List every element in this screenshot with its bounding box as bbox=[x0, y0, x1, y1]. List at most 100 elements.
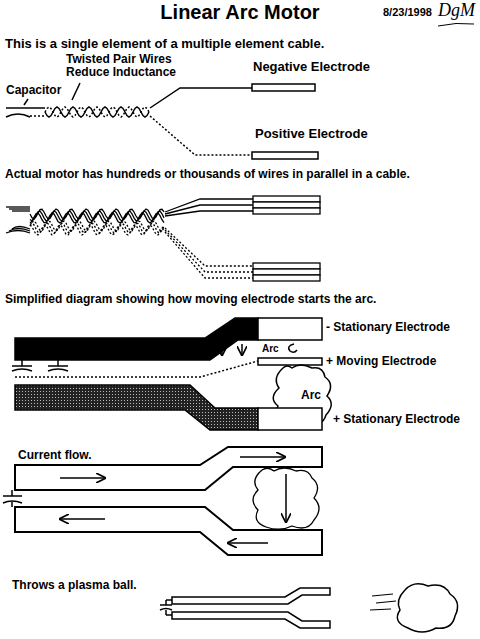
positive-wire bbox=[165, 230, 253, 272]
positive-wire bbox=[165, 232, 253, 278]
drawing-stroke bbox=[376, 601, 396, 603]
label: Simplified diagram showing how moving el… bbox=[5, 293, 376, 306]
lower-conductor bbox=[15, 507, 322, 555]
label: Twisted Pair Wires Reduce Inductance bbox=[66, 53, 186, 79]
drawing-stroke bbox=[12, 210, 30, 211]
label: Arc bbox=[262, 343, 279, 354]
label-text: Simplified diagram showing how moving el… bbox=[5, 292, 376, 306]
capacitor-plate bbox=[6, 114, 30, 117]
drawing-stroke bbox=[166, 599, 172, 601]
positive-electrode bbox=[253, 263, 320, 269]
label: + Moving Electrode bbox=[326, 355, 436, 368]
capacitor-symbol bbox=[160, 600, 172, 615]
current-arrow bbox=[60, 457, 286, 543]
moving-electrode bbox=[258, 358, 322, 365]
twisted-wire bbox=[30, 225, 164, 235]
drawing-stroke bbox=[12, 227, 30, 230]
capacitor-symbols bbox=[6, 207, 30, 233]
drawing-stroke bbox=[166, 614, 172, 616]
label-text: This is a single element of a multiple e… bbox=[5, 36, 324, 51]
label-text: Actual motor has hundreds or thousands o… bbox=[5, 167, 410, 181]
label: Capacitor bbox=[6, 84, 61, 97]
label: This is a single element of a multiple e… bbox=[5, 37, 324, 51]
label: Current flow. bbox=[18, 449, 92, 462]
label-text: Arc bbox=[301, 388, 321, 402]
label: 8/23/1998 bbox=[383, 6, 432, 18]
drawing-stroke bbox=[21, 360, 23, 366]
signature-flourish bbox=[438, 23, 474, 26]
label: DgM bbox=[438, 1, 475, 21]
capacitor-symbol bbox=[3, 490, 22, 507]
label-text: DgM bbox=[438, 0, 475, 20]
label-text: Capacitor bbox=[6, 83, 61, 97]
drawing-stroke bbox=[12, 365, 32, 367]
positive-conductor bbox=[15, 385, 258, 430]
positive-wire bbox=[165, 228, 253, 266]
plasma-ball bbox=[397, 584, 457, 632]
arc-cloud bbox=[253, 468, 319, 529]
cable-bundle bbox=[6, 196, 320, 281]
drawing-stroke bbox=[11, 502, 13, 507]
drawing-stroke bbox=[60, 518, 105, 520]
positive-electrode bbox=[252, 152, 318, 159]
label: Actual motor has hundreds or thousands o… bbox=[5, 168, 410, 181]
drawing-stroke bbox=[9, 208, 30, 209]
negative-wire bbox=[150, 88, 252, 108]
drawing-stroke bbox=[160, 609, 172, 611]
leader-line bbox=[72, 83, 80, 100]
drawing-stroke bbox=[60, 477, 105, 479]
drawing-stroke bbox=[240, 456, 285, 458]
stationary-electrode bbox=[258, 318, 322, 340]
label-text: + Stationary Electrode bbox=[333, 412, 460, 426]
positive-electrode bbox=[253, 269, 320, 275]
leader-line bbox=[24, 99, 28, 105]
label-text: Positive Electrode bbox=[255, 126, 368, 141]
title-text: Linear Arc Motor bbox=[160, 1, 319, 23]
drawing-stroke bbox=[6, 206, 30, 207]
upper-conductor bbox=[15, 447, 322, 490]
positive-wire bbox=[150, 116, 252, 155]
drawing-stroke bbox=[11, 490, 13, 496]
label-text: Twisted Pair Wires Reduce Inductance bbox=[66, 52, 176, 79]
lower-conductor bbox=[172, 612, 330, 628]
negative-electrode bbox=[253, 208, 320, 214]
drawing-stroke bbox=[48, 365, 68, 367]
twisted-wire bbox=[45, 107, 149, 117]
negative-wire bbox=[165, 205, 253, 214]
arc-start bbox=[12, 318, 331, 430]
wire bbox=[30, 107, 45, 109]
capacitor-symbol bbox=[12, 360, 68, 371]
twisted-wires bbox=[30, 209, 164, 235]
wire-fan bbox=[165, 196, 320, 281]
twisted-wire bbox=[45, 107, 149, 117]
positive-electrode bbox=[253, 275, 320, 281]
drawing-stroke bbox=[160, 604, 172, 606]
label-text: - Stationary Electrode bbox=[326, 320, 450, 334]
negative-electrode bbox=[253, 196, 320, 202]
drawing-stroke bbox=[57, 360, 59, 366]
negative-electrode bbox=[252, 84, 315, 91]
stationary-electrode bbox=[258, 408, 322, 430]
drawing-stroke bbox=[372, 594, 393, 596]
motion-arrow bbox=[221, 344, 223, 355]
wire bbox=[30, 115, 45, 117]
drawing-stroke bbox=[48, 369, 68, 371]
plasma-throw bbox=[160, 584, 458, 632]
single-element bbox=[6, 83, 318, 159]
arc-curl bbox=[289, 344, 297, 352]
upper-conductor bbox=[172, 588, 330, 604]
drawing-stroke bbox=[12, 369, 32, 371]
drawing-stroke bbox=[3, 495, 22, 497]
label-text: 8/23/1998 bbox=[383, 6, 432, 18]
label: - Stationary Electrode bbox=[326, 321, 450, 334]
label-text: + Moving Electrode bbox=[326, 354, 436, 368]
moving-wire bbox=[15, 361, 258, 377]
label: Throws a plasma ball. bbox=[12, 579, 137, 592]
label: Negative Electrode bbox=[253, 60, 370, 74]
label-text: Negative Electrode bbox=[253, 59, 370, 74]
label: Arc bbox=[301, 389, 321, 402]
capacitor-plate bbox=[6, 107, 30, 109]
